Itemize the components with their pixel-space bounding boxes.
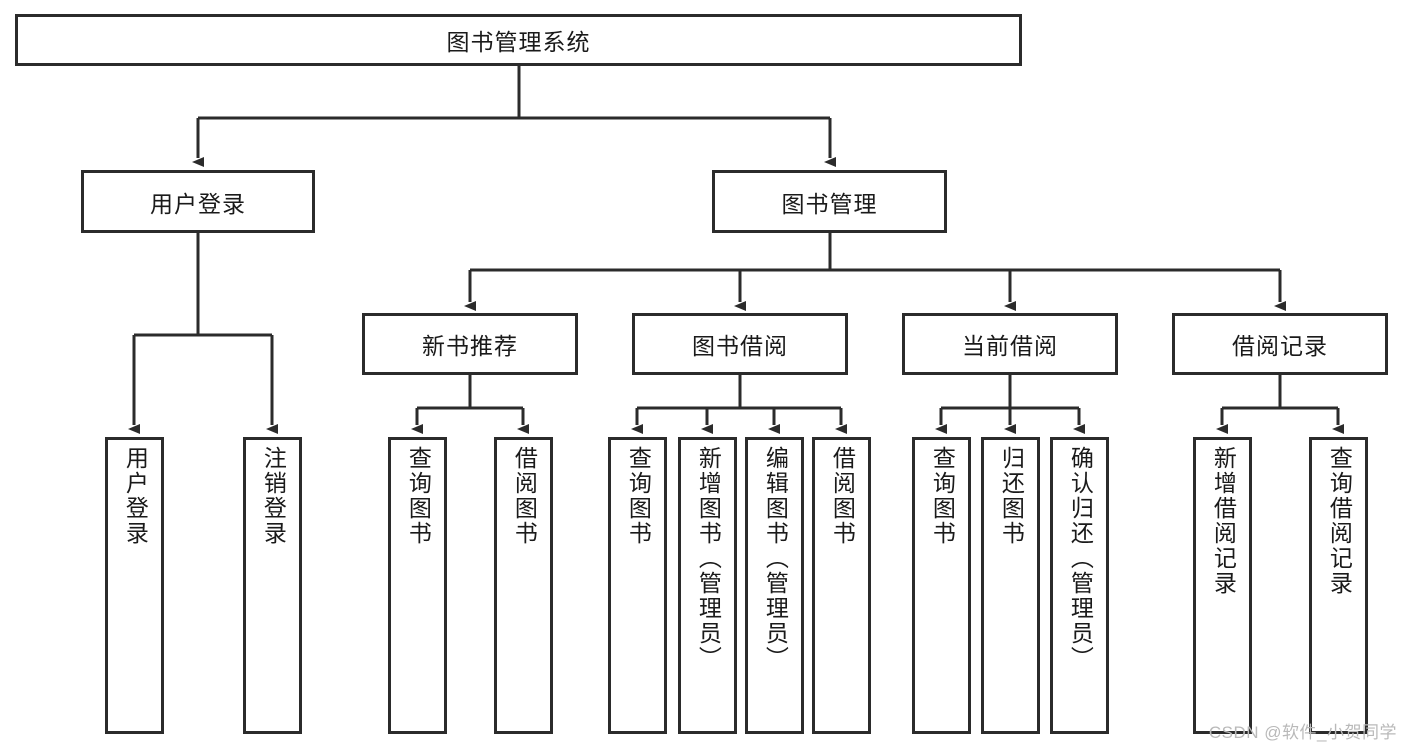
node-leaf-add-record[interactable]: 新增借阅记录	[1193, 437, 1252, 734]
node-leaf-query-book-3-label: 查询图书	[929, 446, 956, 546]
node-leaf-query-record-label: 查询借阅记录	[1326, 446, 1353, 596]
node-new-book-recommend-label: 新书推荐	[422, 333, 518, 359]
node-root[interactable]: 图书管理系统	[15, 14, 1022, 66]
node-book-management[interactable]: 图书管理	[712, 170, 947, 233]
node-leaf-return-book[interactable]: 归还图书	[981, 437, 1040, 734]
node-leaf-borrow-book-2-label: 借阅图书	[829, 446, 856, 546]
watermark-text: CSDN @软件_小贺同学	[1208, 723, 1397, 742]
node-leaf-query-book-2-label: 查询图书	[625, 446, 652, 546]
node-book-borrow-label: 图书借阅	[692, 333, 788, 359]
node-leaf-confirm-return-label: 确认归还（管理员）	[1067, 446, 1094, 671]
node-leaf-edit-book[interactable]: 编辑图书（管理员）	[745, 437, 804, 734]
node-leaf-query-record[interactable]: 查询借阅记录	[1309, 437, 1368, 734]
node-borrow-record[interactable]: 借阅记录	[1172, 313, 1388, 375]
node-leaf-add-book-label: 新增图书（管理员）	[695, 446, 722, 671]
node-user-login[interactable]: 用户登录	[81, 170, 315, 233]
node-leaf-query-book-1[interactable]: 查询图书	[388, 437, 447, 734]
node-user-login-label: 用户登录	[150, 190, 246, 217]
node-leaf-add-book[interactable]: 新增图书（管理员）	[678, 437, 737, 734]
node-new-book-recommend[interactable]: 新书推荐	[362, 313, 578, 375]
node-book-management-label: 图书管理	[781, 190, 878, 217]
node-leaf-query-book-3[interactable]: 查询图书	[912, 437, 971, 734]
node-leaf-query-book-1-label: 查询图书	[405, 446, 432, 546]
node-leaf-user-login[interactable]: 用户登录	[105, 437, 164, 734]
node-leaf-logout[interactable]: 注销登录	[243, 437, 302, 734]
node-leaf-confirm-return[interactable]: 确认归还（管理员）	[1050, 437, 1109, 734]
node-leaf-borrow-book-1[interactable]: 借阅图书	[494, 437, 553, 734]
node-leaf-query-book-2[interactable]: 查询图书	[608, 437, 667, 734]
node-leaf-user-login-label: 用户登录	[122, 446, 149, 546]
node-leaf-borrow-book-1-label: 借阅图书	[511, 446, 538, 546]
node-book-borrow[interactable]: 图书借阅	[632, 313, 848, 375]
node-leaf-logout-label: 注销登录	[260, 446, 287, 546]
node-leaf-borrow-book-2[interactable]: 借阅图书	[812, 437, 871, 734]
node-leaf-edit-book-label: 编辑图书（管理员）	[762, 446, 789, 671]
node-current-borrow[interactable]: 当前借阅	[902, 313, 1118, 375]
node-borrow-record-label: 借阅记录	[1232, 333, 1328, 359]
node-root-label: 图书管理系统	[446, 29, 591, 55]
node-leaf-add-record-label: 新增借阅记录	[1210, 446, 1237, 596]
node-leaf-return-book-label: 归还图书	[998, 446, 1025, 546]
node-current-borrow-label: 当前借阅	[962, 333, 1058, 359]
